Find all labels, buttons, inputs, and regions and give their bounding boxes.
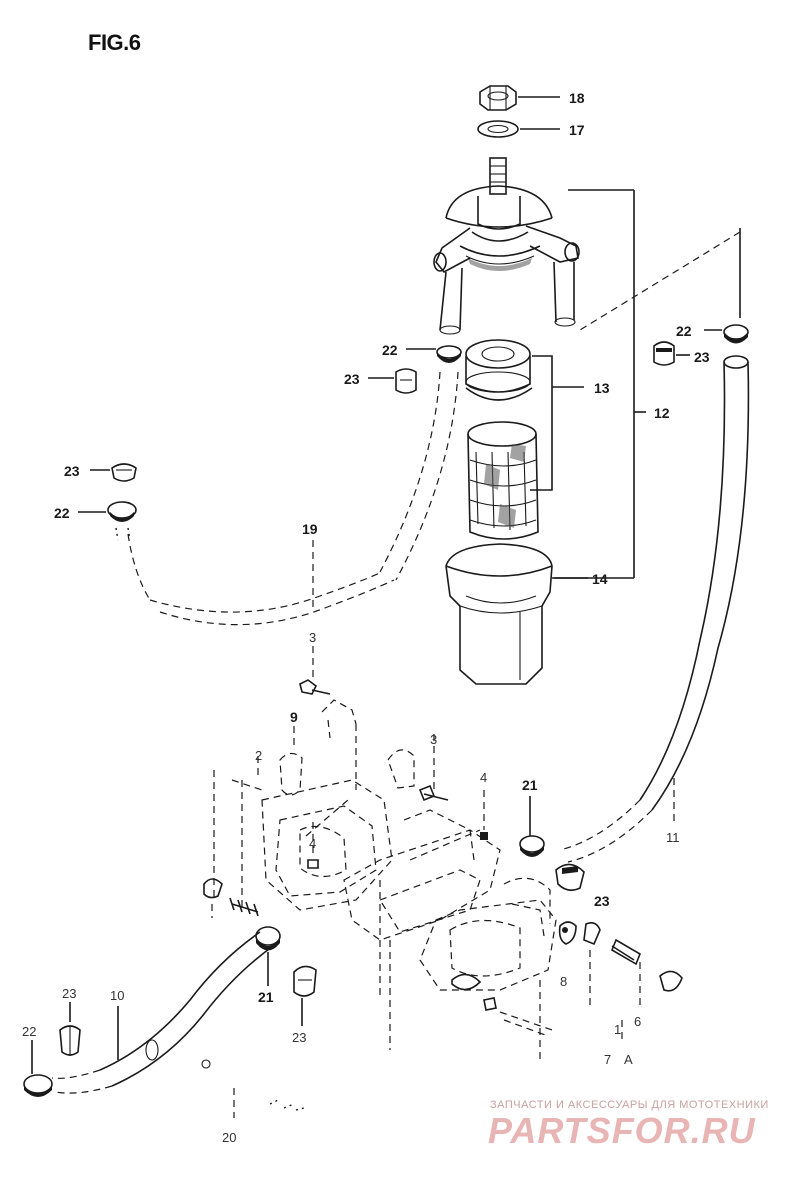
part-12-filter-head xyxy=(433,157,580,335)
part-14-bowl xyxy=(445,543,553,685)
callout-3-top: 3 xyxy=(309,630,316,645)
part-11-hose xyxy=(559,355,750,863)
bracket-13 xyxy=(530,355,553,491)
part-22-clip-left xyxy=(107,501,137,541)
watermark-brand: PARTSFOR.RU xyxy=(488,1110,756,1151)
callout-21-right: 21 xyxy=(522,777,538,793)
part-23-clamp-right xyxy=(653,341,675,366)
leader-dash-22a xyxy=(579,231,741,331)
callout-23-far-left: 23 xyxy=(62,986,76,1001)
part-23-clamp-far-left xyxy=(59,1025,81,1056)
part-22-clip-right xyxy=(723,324,749,344)
part-13-filter-element xyxy=(465,339,539,540)
callout-22-far-left: 22 xyxy=(22,1024,36,1039)
part-23-clamp-lower xyxy=(293,965,317,997)
callout-23-top: 23 xyxy=(344,371,360,387)
part-23-clamp-top xyxy=(395,368,417,394)
callout-23-lower: 23 xyxy=(292,1030,306,1045)
part-10-hose xyxy=(51,931,277,1094)
callout-22-left: 22 xyxy=(54,505,70,521)
callout-8: 8 xyxy=(560,974,567,989)
part-19-hose xyxy=(127,371,459,626)
part-21-clip-right xyxy=(519,835,545,857)
callout-21-lower: 21 xyxy=(258,989,274,1005)
callout-4-right: 4 xyxy=(480,770,487,785)
callout-22-top: 22 xyxy=(382,342,398,358)
callout-9: 9 xyxy=(290,709,298,725)
callout-13: 13 xyxy=(594,380,610,396)
callout-23-left: 23 xyxy=(64,463,80,479)
callout-18: 18 xyxy=(569,90,585,106)
callout-10: 10 xyxy=(110,988,124,1003)
callout-23-right-lower: 23 xyxy=(594,893,610,909)
watermark-tagline: ЗАПЧАСТИ И АКСЕССУАРЫ ДЛЯ МОТОТЕХНИКИ xyxy=(490,1099,769,1111)
callout-19: 19 xyxy=(302,521,318,537)
callout-11: 11 xyxy=(666,830,680,845)
part-18-nut xyxy=(479,85,517,111)
callout-12: 12 xyxy=(654,405,670,421)
callout-6: 6 xyxy=(634,1014,641,1029)
part-22-clip-top xyxy=(436,345,462,363)
figure-title: FIG.6 xyxy=(88,30,141,55)
fuel-pump-assembly xyxy=(203,646,683,1060)
part-17-washer xyxy=(477,120,519,138)
callout-3-right: 3 xyxy=(430,732,437,747)
part-23-clamp-left xyxy=(111,463,137,482)
part-20 xyxy=(233,1088,305,1118)
callout-20: 20 xyxy=(222,1130,236,1145)
callout-1: 1 xyxy=(614,1022,621,1037)
callout-2: 2 xyxy=(255,748,262,763)
callout-17: 17 xyxy=(569,122,585,138)
callout-23-right: 23 xyxy=(694,349,710,365)
part-21-clip-lower xyxy=(255,926,281,951)
callout-4-left: 4 xyxy=(309,836,316,851)
callout-22-right: 22 xyxy=(676,323,692,339)
part-22-clip-far-left xyxy=(23,1074,53,1097)
callout-14: 14 xyxy=(592,571,608,587)
callout-7: 7 xyxy=(604,1052,611,1067)
callout-A: A xyxy=(624,1052,633,1067)
